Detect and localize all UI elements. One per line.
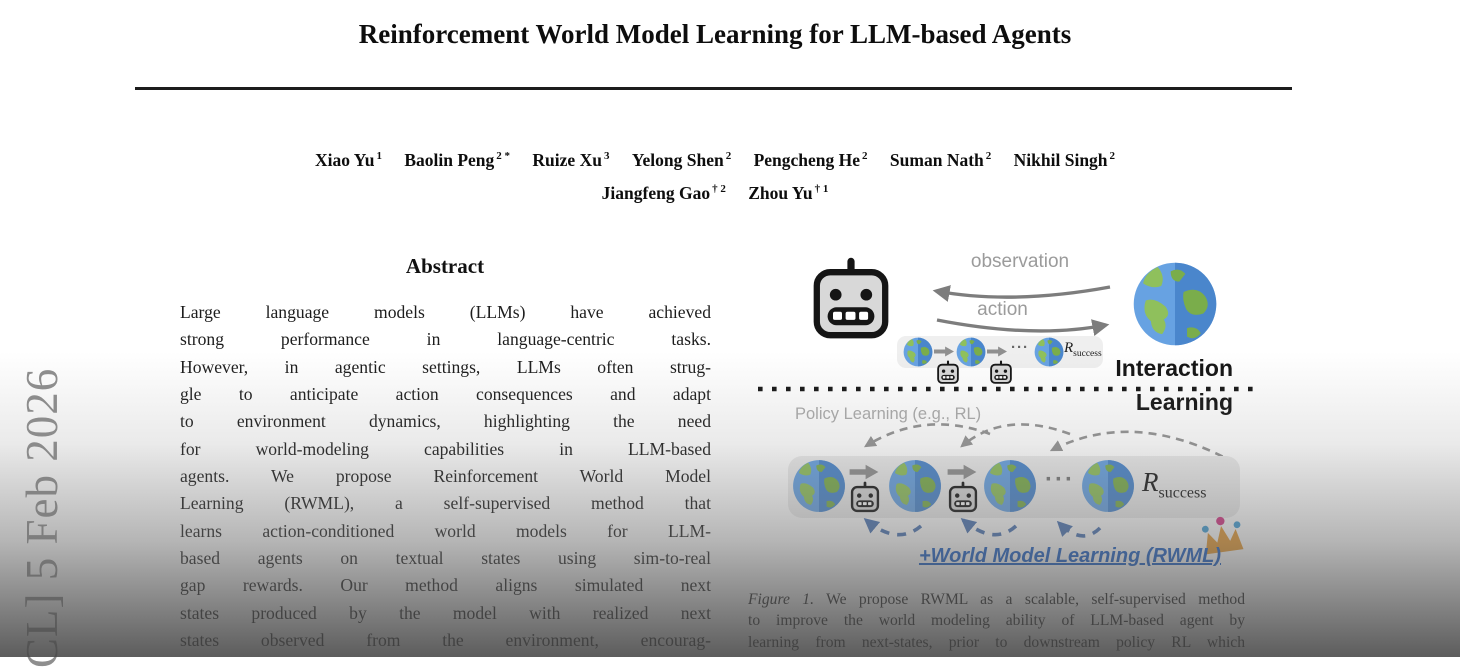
abstract-line: Large language models (LLMs) have achiev… [180,302,711,322]
policy-arc [960,423,1071,448]
author-row-2: Jiangfeng Gao† 2 Zhou Yu† 1 [130,175,1300,208]
abstract-line: based agents on textual states using sim… [180,548,711,569]
abstract-line: states produced by the model with realiz… [180,602,711,623]
author: Zhou Yu† 1 [748,182,829,203]
agent-robot-icon [817,258,885,335]
observation-arrow [932,285,1111,302]
ellipsis: ··· [1011,339,1029,356]
policy-arc [863,423,991,448]
small-robot-icon [948,481,978,513]
state-earth-icon [1034,337,1064,367]
small-robot-icon [990,360,1012,384]
state-earth-icon [903,337,933,367]
title-divider [135,87,1292,90]
caption-line: Figure 1. We propose RWML as a scalable,… [748,591,1245,608]
arxiv-banner: CL] 5 Feb 2026 [17,367,67,668]
abstract-text: Large language models (LLMs) have achiev… [180,299,711,654]
reward-success-label: Rsuccess [1064,340,1102,359]
state-earth-icon [889,460,941,512]
state-earth-icon [956,337,986,367]
wml-arrow [1056,520,1102,538]
ellipsis: ··· [1045,466,1075,493]
abstract-line: Learning (RWML), a self-supervised metho… [180,493,711,514]
wml-arrow [863,518,923,537]
abstract-line: agents. We propose Reinforcement World M… [180,466,711,487]
small-robot-icon [850,481,880,513]
state-earth-icon [984,460,1036,512]
abstract-line: However, in agentic settings, LLMs often… [180,356,711,377]
small-robot-icon [937,360,959,384]
abstract-heading: Abstract [405,254,485,278]
reward-success-label: Rsuccess [1142,467,1207,502]
abstract-line: gap rewards. Our method aligns simulated… [180,575,711,596]
abstract-line: states observed from the environment, en… [180,630,711,651]
learning-label: Learning [1135,389,1233,415]
abstract-line: for world-modeling capabilities in LLM-b… [180,438,711,459]
paper-title: Reinforcement World Model Learning for L… [358,19,1072,49]
figure-caption: Figure 1. We propose RWML as a scalable,… [748,589,1245,653]
state-earth-icon [1082,460,1134,512]
action-label: action [977,299,1028,320]
action-arrow [936,318,1110,336]
author: Jiangfeng Gao† 2 [601,182,726,203]
abstract-line: to environment dynamics, highlighting th… [180,411,711,432]
abstract-line: learns action-conditioned world models f… [180,520,711,541]
policy-learning-label: Policy Learning (e.g., RL) [795,405,982,423]
caption-line: learning from next-states, prior to down… [748,633,1245,651]
observation-label: observation [970,251,1070,272]
interaction-label: Interaction [1115,355,1233,381]
state-earth-icon [793,460,845,512]
abstract-line: strong performance in language-centric t… [180,329,711,350]
abstract-line: gle to anticipate action consequences an… [180,384,711,405]
environment-earth-icon [1133,262,1217,346]
wml-arrow [960,518,1018,537]
caption-line: to improve the world modeling ability of… [748,612,1245,630]
world-model-learning-label: +World Model Learning (RWML) [918,545,1222,567]
